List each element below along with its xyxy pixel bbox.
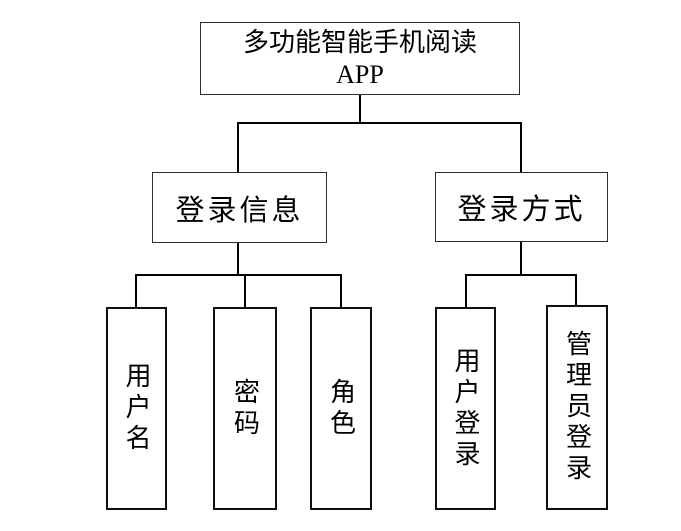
branch-node-login-method: 登录方式 bbox=[435, 172, 608, 242]
leaf-node-label: 管理员登录 bbox=[562, 330, 592, 485]
connector-drop-login-info bbox=[237, 122, 239, 172]
root-node-title: 多功能智能手机阅读 bbox=[242, 27, 477, 57]
branch-node-label: 登录信息 bbox=[175, 194, 304, 227]
leaf-node-label: 用户名 bbox=[122, 362, 151, 455]
leaf-node-password: 密码 bbox=[213, 307, 277, 510]
root-node-app: 多功能智能手机阅读 APP bbox=[200, 22, 520, 95]
root-node-subtitle: APP bbox=[336, 59, 384, 89]
leaf-node-label: 密码 bbox=[230, 377, 260, 440]
connector-root-stem bbox=[359, 95, 361, 123]
leaf-node-username: 用户名 bbox=[106, 307, 167, 510]
connector-login-method-stem bbox=[520, 242, 522, 276]
connector-drop-user-login bbox=[465, 274, 467, 307]
connector-drop-admin-login bbox=[575, 274, 577, 305]
connector-right-rail bbox=[465, 274, 577, 276]
branch-node-label: 登录方式 bbox=[457, 194, 586, 226]
connector-drop-password bbox=[244, 274, 246, 307]
branch-node-login-info: 登录信息 bbox=[152, 172, 327, 243]
leaf-node-admin-login: 管理员登录 bbox=[546, 305, 608, 510]
leaf-node-label: 角色 bbox=[326, 377, 356, 440]
connector-drop-username bbox=[135, 274, 137, 307]
leaf-node-user-login: 用户登录 bbox=[435, 307, 496, 510]
leaf-node-label: 用户登录 bbox=[451, 346, 480, 471]
connector-drop-login-method bbox=[520, 122, 522, 172]
connector-left-rail bbox=[135, 274, 342, 276]
connector-top-rail bbox=[237, 122, 522, 124]
connector-drop-role bbox=[340, 274, 342, 307]
leaf-node-role: 角色 bbox=[310, 307, 372, 510]
connector-login-info-stem bbox=[237, 243, 239, 276]
